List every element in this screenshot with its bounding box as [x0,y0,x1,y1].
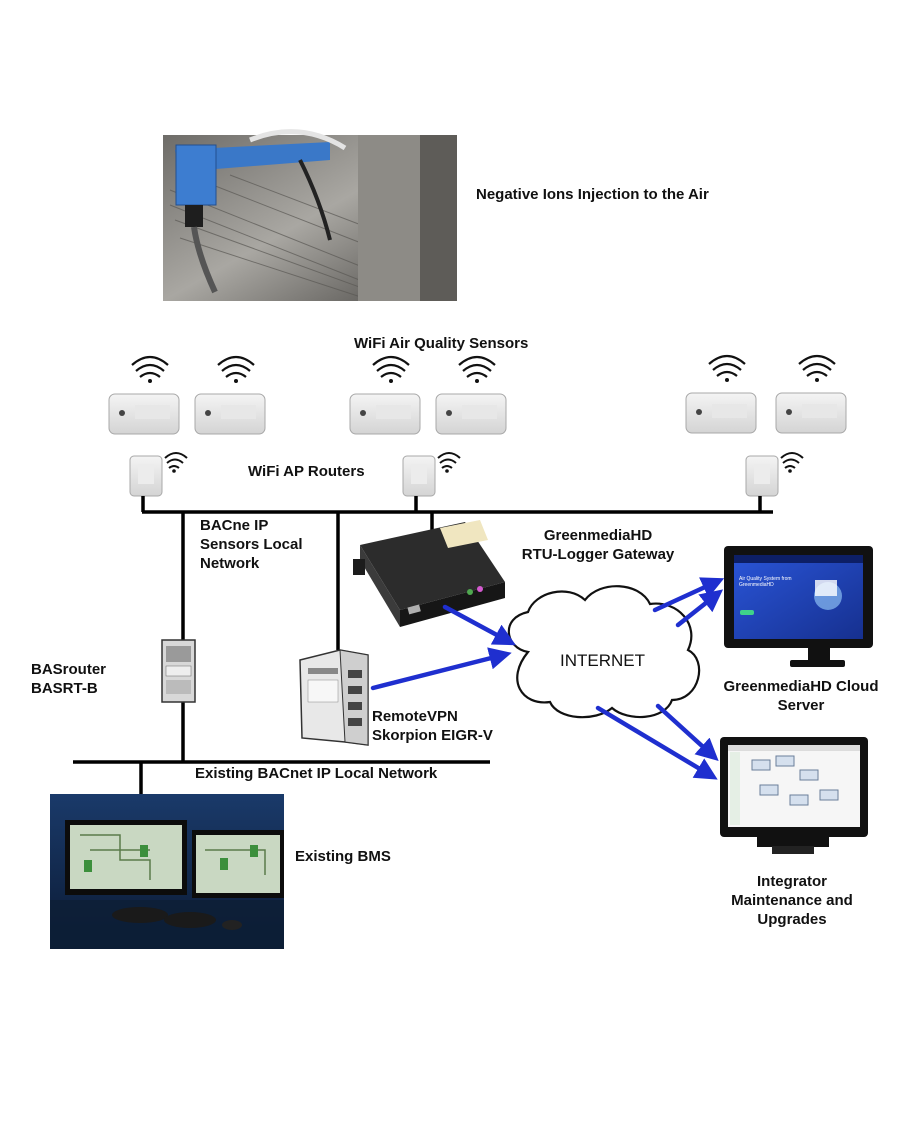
cloud-server-label: GreenmediaHD Cloud Server [706,677,896,715]
cloud-label-line: Server [777,697,825,714]
wifi-sensors-group [108,354,848,436]
wifi-routers-group [129,452,804,497]
gateway-label-line: GreenmediaHD [543,527,653,544]
photo-ionizer-icon [163,129,457,301]
cloud-server-monitor-icon [724,546,873,667]
cloud-label-line: GreenmediaHD Cloud [723,678,879,695]
integrator-monitor-icon [720,737,868,854]
bacnet-sensors-network-label: BACne IP Sensors Local Network [200,516,303,573]
rtu-gateway-icon [353,520,505,627]
network-lines [73,496,773,795]
wifi-sensor-icon [193,355,267,436]
wifi-sensor-icon [108,355,180,435]
vpn-label: RemoteVPN Skorpion EIGR-V [372,707,493,745]
basrouter-label-line: BASrouter [31,661,107,678]
cloud-screen-headline: Air Quality System from GreenmediaHD [739,576,792,588]
basrouter-icon [161,639,196,703]
internet-label: INTERNET [560,651,645,670]
vpn-label-line: Skorpion EIGR-V [372,727,493,744]
bms-label: Existing BMS [295,848,391,865]
basrouter-label: BASrouter BASRT-B [31,660,106,698]
wifi-sensor-icon [434,355,508,436]
sensors-label: WiFi Air Quality Sensors [354,335,529,352]
integrator-label-line: Upgrades [757,911,827,928]
vpn-router-icon [299,649,369,746]
routers-label: WiFi AP Routers [248,463,365,480]
cloud-screen-line: Air Quality System from [739,576,792,582]
wifi-sensor-icon [684,354,758,435]
internet-cloud-icon [507,585,701,719]
bms-photo-icon [50,794,284,949]
wifi-sensor-icon [348,355,422,436]
ionizer-label: Negative Ions Injection to the Air [476,186,709,203]
gateway-label-line: RTU-Logger Gateway [521,546,675,563]
integrator-label-line: Integrator [756,873,827,890]
bacnet-label-line: BACne IP [200,517,269,534]
basrouter-label-line: BASRT-B [31,680,98,697]
existing-network-label: Existing BACnet IP Local Network [195,765,438,782]
bacnet-label-line: Sensors Local [200,536,303,553]
gateway-label: GreenmediaHD RTU-Logger Gateway [508,526,688,564]
wifi-sensor-icon [774,354,848,435]
vpn-label-line: RemoteVPN [372,708,458,725]
flow-arrows [370,577,725,780]
wifi-router-icon [129,452,188,497]
wifi-router-icon [402,452,461,497]
integrator-label: Integrator Maintenance and Upgrades [712,872,872,929]
cloud-screen-line: GreenmediaHD [739,582,774,588]
wifi-router-icon [745,452,804,497]
bacnet-label-line: Network [200,555,260,572]
integrator-label-line: Maintenance and [731,892,853,909]
